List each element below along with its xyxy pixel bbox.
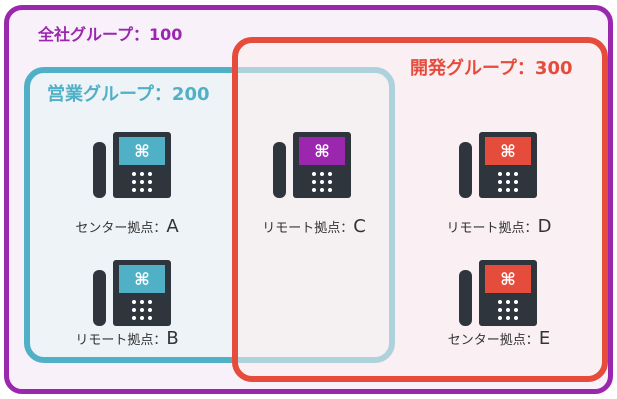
svg-text:⌘: ⌘ — [500, 142, 516, 162]
svg-text:⌘: ⌘ — [134, 142, 150, 162]
site-letter: B — [166, 328, 179, 349]
site-name: リモート拠点： — [75, 333, 167, 348]
site-label: センター拠点：E — [419, 328, 579, 349]
site-name: リモート拠点： — [446, 221, 538, 236]
group-development-label: 開発グループ：300 — [410, 58, 573, 79]
site-letter: A — [166, 216, 179, 237]
site-letter: E — [538, 328, 551, 349]
site-label: リモート拠点：B — [47, 328, 207, 349]
group-development — [232, 37, 608, 382]
site-name: センター拠点： — [447, 333, 539, 348]
desk-phone-icon: ⌘ — [457, 130, 539, 200]
desk-phone-icon: ⌘ — [271, 130, 353, 200]
desk-phone-icon: ⌘ — [91, 130, 173, 200]
svg-text:⌘: ⌘ — [500, 270, 516, 290]
group-sales-label: 営業グループ：200 — [47, 84, 210, 105]
svg-text:⌘: ⌘ — [134, 270, 150, 290]
site-letter: C — [353, 216, 366, 237]
site-name: リモート拠点： — [262, 221, 354, 236]
group-all-company-label: 全社グループ：100 — [38, 25, 183, 44]
svg-text:⌘: ⌘ — [314, 142, 330, 162]
site-label: リモート拠点：D — [419, 216, 579, 237]
site-letter: D — [537, 216, 552, 237]
desk-phone-icon: ⌘ — [457, 258, 539, 328]
site-label: センター拠点：A — [47, 216, 207, 237]
site-name: センター拠点： — [75, 221, 167, 236]
desk-phone-icon: ⌘ — [91, 258, 173, 328]
site-label: リモート拠点：C — [234, 216, 394, 237]
